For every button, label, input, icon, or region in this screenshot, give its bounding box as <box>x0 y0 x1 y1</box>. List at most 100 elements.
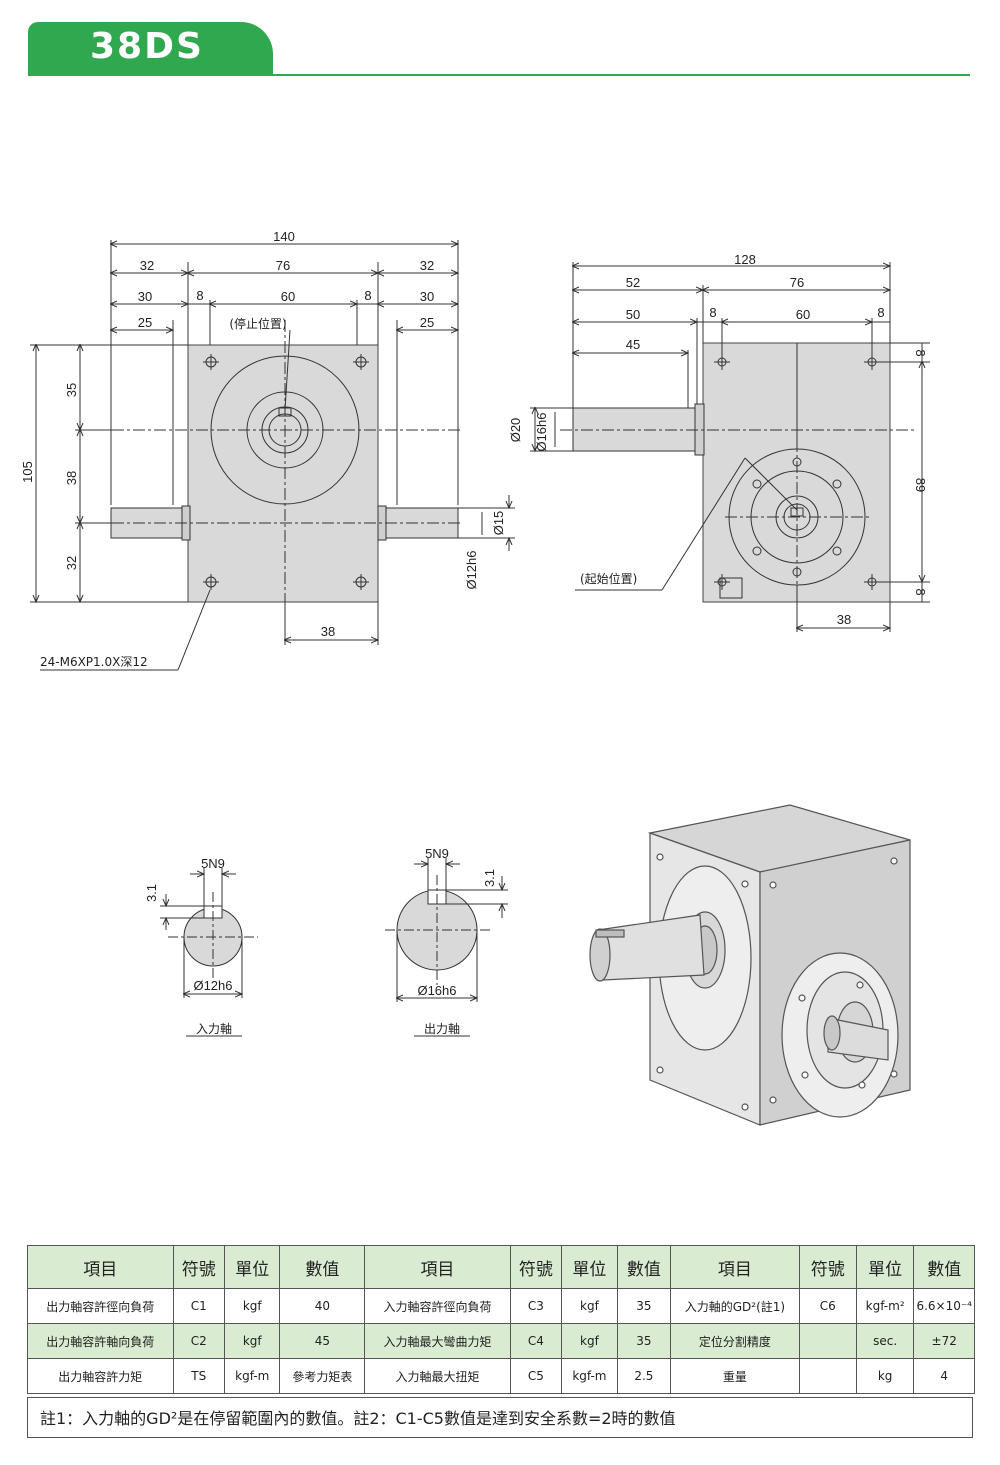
dim-side-h8-bottom: 8 <box>913 588 928 595</box>
output-shaft-detail <box>385 858 508 1037</box>
table-cell <box>798 1323 857 1359</box>
dim-front-left-32: 32 <box>140 258 154 273</box>
table-cell: C1 <box>172 1288 225 1324</box>
input-key-label: 5N9 <box>201 856 225 871</box>
header-rule <box>272 74 970 76</box>
dim-front-d15: Ø15 <box>491 511 506 536</box>
dim-side-50: 50 <box>626 307 640 322</box>
dim-side-total: 128 <box>734 252 756 267</box>
start-position-label: (起始位置) <box>580 571 637 586</box>
table-cell: 入力軸容許徑向負荷 <box>364 1288 511 1324</box>
dim-front-left-30: 30 <box>138 289 152 304</box>
input-diameter-label: Ø12h6 <box>193 978 232 993</box>
dim-front-right-25: 25 <box>420 315 434 330</box>
spec-table-header-row: 項目 符號 單位 數值 項目 符號 單位 數值 項目 符號 單位 數值 <box>27 1245 975 1289</box>
table-cell: kgf-m <box>561 1358 618 1394</box>
table-cell: 45 <box>279 1323 366 1359</box>
stop-position-label: (停止位置) <box>229 316 286 331</box>
table-cell: 入力軸最大彎曲力矩 <box>364 1323 511 1359</box>
table-cell: 出力軸容許軸向負荷 <box>27 1323 174 1359</box>
thread-note: 24-M6XP1.0X深12 <box>40 655 148 669</box>
table-row: 出力軸容許力矩 TS kgf-m 參考力矩表 入力軸最大扭矩 C5 kgf-m … <box>27 1358 975 1394</box>
table-cell: C5 <box>509 1358 563 1394</box>
table-cell: 參考力矩表 <box>279 1358 366 1394</box>
dim-front-center-76: 76 <box>276 258 290 273</box>
table-cell: 出力軸容許徑向負荷 <box>27 1288 174 1324</box>
table-cell: kgf <box>223 1323 281 1359</box>
spec-table: 項目 符號 單位 數值 項目 符號 單位 數值 項目 符號 單位 數值 出力軸容… <box>27 1245 975 1394</box>
dim-side-right-76: 76 <box>790 275 804 290</box>
table-cell: kgf <box>223 1288 281 1324</box>
table-cell: kgf <box>561 1323 618 1359</box>
table-cell: 重量 <box>670 1358 800 1394</box>
table-cell: ±72 <box>913 1323 975 1359</box>
table-footnote: 註1：入力軸的GD²是在停留範圍內的數值。註2：C1-C5數值是達到安全系數=2… <box>27 1397 973 1438</box>
table-cell: C2 <box>172 1323 225 1359</box>
table-cell: 40 <box>279 1288 366 1324</box>
dim-side-60: 60 <box>796 307 810 322</box>
model-title: 38DS <box>90 26 204 67</box>
table-cell: 35 <box>616 1323 672 1359</box>
table-header: 符號 <box>172 1245 225 1289</box>
dim-side-h8-top: 8 <box>913 349 928 356</box>
dim-front-h38: 38 <box>64 471 79 485</box>
table-header: 項目 <box>27 1245 174 1289</box>
dim-front-h35: 35 <box>64 383 79 397</box>
input-shaft-label: 入力軸 <box>196 1022 232 1036</box>
table-cell: C3 <box>509 1288 563 1324</box>
table-header: 數值 <box>913 1245 975 1289</box>
table-cell: 入力軸最大扭矩 <box>364 1358 511 1394</box>
dim-front-right-32: 32 <box>420 258 434 273</box>
dim-front-right-30: 30 <box>420 289 434 304</box>
table-cell: kgf-m² <box>855 1288 915 1324</box>
dim-front-h32: 32 <box>64 556 79 570</box>
table-cell: 6.6×10⁻⁴ <box>913 1288 975 1324</box>
table-cell: 35 <box>616 1288 672 1324</box>
dim-side-left-52: 52 <box>626 275 640 290</box>
output-diameter-label: Ø16h6 <box>417 983 456 998</box>
table-cell: C6 <box>798 1288 857 1324</box>
table-header: 符號 <box>798 1245 857 1289</box>
table-cell: 定位分割精度 <box>670 1323 800 1359</box>
table-header: 數值 <box>616 1245 672 1289</box>
table-cell: kgf <box>561 1288 618 1324</box>
dim-front-left-8: 8 <box>196 288 203 303</box>
dim-side-d20: Ø20 <box>508 418 523 443</box>
table-row: 出力軸容許軸向負荷 C2 kgf 45 入力軸最大彎曲力矩 C4 kgf 35 … <box>27 1323 975 1359</box>
dim-side-d16h6: Ø16h6 <box>534 412 549 451</box>
technical-drawing: 140 32 76 32 30 8 60 8 30 25 25 (停止位置) 1… <box>20 229 930 1126</box>
dim-side-45: 45 <box>626 337 640 352</box>
table-cell: TS <box>172 1358 225 1394</box>
table-cell: sec. <box>855 1323 915 1359</box>
table-cell: C4 <box>509 1323 563 1359</box>
front-view <box>30 240 515 671</box>
table-header: 符號 <box>509 1245 563 1289</box>
table-header: 單位 <box>855 1245 915 1289</box>
dim-side-8-left: 8 <box>709 305 716 320</box>
table-cell: kgf-m <box>223 1358 281 1394</box>
table-cell <box>798 1358 857 1394</box>
table-header: 單位 <box>223 1245 281 1289</box>
isometric-gearbox-illustration <box>589 804 911 1126</box>
dim-side-8-right: 8 <box>877 305 884 320</box>
output-shaft-label: 出力軸 <box>424 1022 460 1036</box>
table-row: 出力軸容許徑向負荷 C1 kgf 40 入力軸容許徑向負荷 C3 kgf 35 … <box>27 1288 975 1324</box>
input-depth-label: 3.1 <box>144 884 159 902</box>
dim-front-left-25: 25 <box>138 315 152 330</box>
side-view <box>530 262 930 632</box>
dim-front-center-60: 60 <box>281 289 295 304</box>
table-header: 單位 <box>561 1245 618 1289</box>
dim-front-bottom-38: 38 <box>321 624 335 639</box>
input-shaft-detail <box>160 868 258 1037</box>
dim-front-total: 140 <box>273 229 295 244</box>
table-cell: 2.5 <box>616 1358 672 1394</box>
table-cell: kg <box>855 1358 915 1394</box>
table-cell: 入力軸的GD²(註1) <box>670 1288 800 1324</box>
dim-side-h89: 89 <box>913 478 928 492</box>
table-cell: 出力軸容許力矩 <box>27 1358 174 1394</box>
table-cell: 4 <box>913 1358 975 1394</box>
table-header: 項目 <box>364 1245 511 1289</box>
table-header: 數值 <box>279 1245 366 1289</box>
header-tab <box>28 22 273 76</box>
output-depth-label: 3.1 <box>482 869 497 887</box>
